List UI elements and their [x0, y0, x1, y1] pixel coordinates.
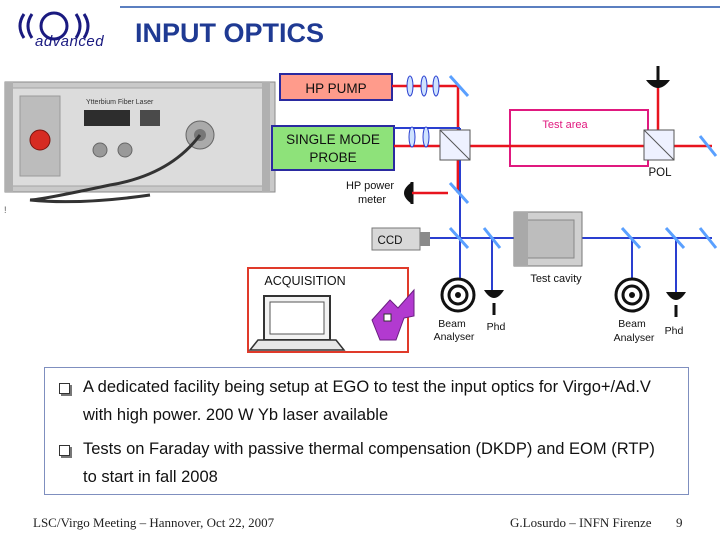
- lens-icon: [432, 75, 440, 97]
- test-cavity-label: Test cavity: [530, 273, 582, 285]
- phd-left-label: Phd: [487, 321, 506, 333]
- lens-icon: [406, 75, 414, 97]
- beam-analyser-left-label-1: Beam: [438, 318, 466, 330]
- test-area-label: Test area: [542, 119, 588, 131]
- data-flow-arrow-icon: [371, 288, 415, 341]
- bullet-text: A dedicated facility being setup at EGO …: [83, 378, 651, 424]
- virgo-logo-icon: [18, 11, 90, 41]
- mirror-icon: [482, 227, 502, 249]
- acquisition-label: ACQUISITION: [264, 274, 345, 288]
- hp-power-label-1: HP power: [346, 180, 394, 192]
- mirror-icon: [448, 181, 470, 205]
- laser-panel-text: Ytterbium Fiber Laser: [86, 99, 154, 106]
- pol-label: POL: [648, 167, 672, 179]
- hp-pump-label: HP PUMP: [305, 81, 366, 96]
- mirror-icon: [698, 135, 718, 157]
- photodiode-icon: [484, 290, 504, 315]
- bullet-text: Tests on Faraday with passive thermal co…: [83, 440, 655, 486]
- hp-pump-box: [279, 73, 393, 101]
- detector-icon: [646, 66, 670, 88]
- ccd-label: CCD: [378, 235, 403, 247]
- computer-icon: [248, 295, 346, 351]
- lens-icon: [420, 75, 428, 97]
- photodiode-icon: [666, 292, 686, 317]
- bullet-item: A dedicated facility being setup at EGO …: [59, 373, 665, 429]
- bullet-item: Tests on Faraday with passive thermal co…: [59, 435, 665, 491]
- fiber-cable: [29, 134, 202, 204]
- optical-setup-diagram: Ytterbium Fiber Laser HP PUMP SINGLE MOD…: [4, 66, 718, 353]
- page-title: INPUT OPTICS: [135, 18, 325, 48]
- stray-mark: !: [4, 205, 7, 215]
- mirror-icon: [448, 226, 470, 250]
- phd-right-label: Phd: [665, 325, 684, 337]
- beam-analyser-icon: [440, 277, 476, 313]
- page-number: 9: [676, 515, 683, 530]
- mirror-icon: [620, 226, 642, 250]
- hp-power-label-2: meter: [358, 194, 386, 206]
- beam-analyser-left-label-2: Analyser: [434, 331, 475, 343]
- beam-analyser-right-label-1: Beam: [618, 318, 646, 330]
- single-mode-label-2: PROBE: [309, 150, 356, 165]
- header-rule: [120, 6, 720, 8]
- emergency-stop-icon: [29, 129, 51, 151]
- footer-author: G.Losurdo – INFN Firenze: [510, 515, 652, 530]
- test-cavity-icon: [513, 211, 583, 267]
- footer-meeting: LSC/Virgo Meeting – Hannover, Oct 22, 20…: [33, 515, 275, 530]
- power-meter-icon: [404, 182, 448, 204]
- fiber-laser-unit: Ytterbium Fiber Laser: [4, 81, 276, 204]
- ccd-camera-icon: [371, 227, 430, 251]
- mirror-icon: [448, 74, 470, 98]
- beam-analyser-right-label-2: Analyser: [614, 332, 655, 344]
- lens-icon: [408, 126, 416, 148]
- beam-analyser-icon: [614, 277, 650, 313]
- mirror-icon: [664, 226, 686, 250]
- single-mode-probe-box: [271, 125, 395, 171]
- logo-text: advanced: [35, 33, 105, 50]
- bullet-box: A dedicated facility being setup at EGO …: [44, 367, 689, 495]
- single-mode-label-1: SINGLE MODE: [286, 132, 380, 147]
- lens-icon: [422, 126, 430, 148]
- checkbox-bullet-icon: [59, 445, 70, 456]
- checkbox-bullet-icon: [59, 383, 70, 394]
- mirror-icon: [698, 227, 718, 249]
